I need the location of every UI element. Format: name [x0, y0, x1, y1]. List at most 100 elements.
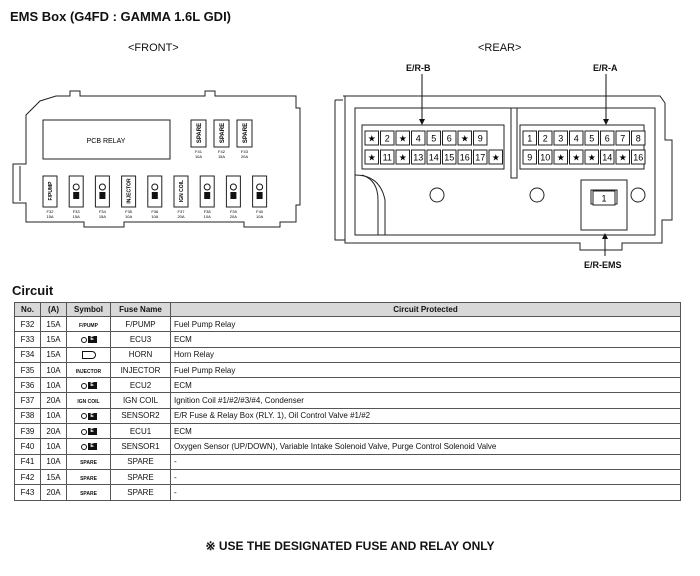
svg-text:SPARE: SPARE	[197, 123, 203, 143]
svg-text:INJECTOR: INJECTOR	[127, 178, 133, 204]
era-pin: 5	[584, 130, 599, 146]
era-pin: 3	[553, 130, 568, 146]
cell-circuit: Oxygen Sensor (UP/DOWN), Variable Intake…	[170, 438, 681, 455]
svg-text:★: ★	[399, 153, 407, 163]
svg-text:17: 17	[475, 153, 485, 163]
cell-no: F33	[14, 331, 41, 348]
erb-label: E/R-B	[406, 63, 431, 73]
cell-symbol: SPARE	[66, 468, 111, 486]
cell-symbol: SPARE	[66, 453, 111, 470]
warning-note: ※ USE THE DESIGNATED FUSE AND RELAY ONLY	[205, 539, 495, 553]
erb-pin: 14	[426, 149, 441, 165]
svg-text:F32: F32	[47, 209, 55, 214]
symbol-label: SPARE	[80, 490, 97, 497]
symbol-label: IGN COIL	[77, 399, 100, 406]
cell-circuit: Ignition Coil #1/#2/#3/#4, Condenser	[170, 392, 681, 409]
cell-symbol: E	[66, 407, 111, 425]
erb-pin: ★	[457, 130, 472, 146]
svg-text:F40: F40	[256, 209, 264, 214]
cell-symbol: INJECTOR	[66, 361, 111, 379]
erb-pin: 2	[380, 130, 395, 146]
svg-text:F/PUMP: F/PUMP	[48, 181, 54, 201]
cell-circuit: E/R Fuse & Relay Box (RLY. 1), Oil Contr…	[170, 407, 681, 425]
svg-text:20A: 20A	[177, 214, 184, 219]
erb-pin: ★	[395, 130, 410, 146]
erems-block	[580, 179, 628, 231]
era-pin: 1	[522, 130, 537, 146]
erb-pin: ★	[364, 130, 379, 146]
ecu-icon: E	[80, 443, 97, 451]
era-pin: ★	[553, 149, 568, 165]
pcb-relay-label: PCB RELAY	[87, 138, 126, 145]
cell-amp: 20A	[40, 423, 67, 440]
cell-circuit: -	[170, 453, 681, 470]
svg-text:★: ★	[557, 153, 565, 163]
cell-amp: 10A	[40, 361, 67, 379]
erb-pin: 4	[411, 130, 426, 146]
cell-no: F40	[14, 438, 41, 455]
cell-symbol: E	[66, 377, 111, 394]
svg-text:SPARE: SPARE	[220, 123, 226, 143]
cell-no: F37	[14, 392, 41, 409]
svg-text:F43: F43	[241, 149, 249, 154]
cell-circuit: -	[170, 468, 681, 486]
svg-text:F36: F36	[151, 209, 159, 214]
cell-amp: 20A	[40, 392, 67, 409]
symbol-label: INJECTOR	[75, 368, 102, 375]
era-pin: 4	[569, 130, 584, 146]
cell-fuse-name: SENSOR1	[110, 438, 171, 455]
svg-text:10: 10	[540, 153, 550, 163]
svg-text:13: 13	[413, 153, 423, 163]
erb-pin: ★	[488, 149, 503, 165]
cell-no: F38	[14, 407, 41, 425]
svg-text:15A: 15A	[46, 214, 53, 219]
cell-amp: 20A	[40, 484, 67, 501]
era-pin: 7	[615, 130, 630, 146]
cell-circuit: ECM	[170, 331, 681, 348]
cell-fuse-name: SPARE	[110, 453, 171, 470]
cell-no: F41	[14, 453, 41, 470]
col-circuit: Circuit Protected	[170, 302, 681, 317]
cell-circuit: -	[170, 484, 681, 501]
erb-pin: 17	[473, 149, 488, 165]
col-symbol: Symbol	[66, 302, 111, 317]
svg-text:9: 9	[478, 134, 483, 144]
svg-text:9: 9	[527, 153, 532, 163]
era-pin: ★	[584, 149, 599, 165]
svg-text:5: 5	[589, 134, 594, 144]
erb-pin: 15	[442, 149, 457, 165]
fuse-box-diagram: PCB RELAY SPAREF4110ASPAREF4215ASPAREF43…	[12, 74, 673, 256]
cell-amp: 10A	[40, 453, 67, 470]
cell-no: F42	[14, 468, 41, 486]
era-pin: 10	[538, 149, 553, 165]
svg-text:6: 6	[447, 134, 452, 144]
front-label: <FRONT>	[128, 42, 179, 54]
front-bottom-fuses: F/PUMPF3215AF3315AF3415AINJECTORF3510AF3…	[42, 175, 268, 219]
cell-amp: 15A	[40, 331, 67, 348]
svg-text:★: ★	[368, 153, 376, 163]
cell-circuit: ECM	[170, 423, 681, 440]
cell-symbol	[66, 346, 111, 363]
erb-pin: 13	[411, 149, 426, 165]
symbol-label: SPARE	[80, 460, 97, 467]
cell-fuse-name: ECU2	[110, 377, 171, 394]
cell-circuit: Horn Relay	[170, 346, 681, 363]
era-pin: 9	[522, 149, 537, 165]
cell-circuit: ECM	[170, 377, 681, 394]
era-pin: 16	[631, 149, 646, 165]
cell-symbol: E	[66, 438, 111, 455]
cell-circuit: Fuel Pump Relay	[170, 315, 681, 333]
cell-fuse-name: HORN	[110, 346, 171, 363]
